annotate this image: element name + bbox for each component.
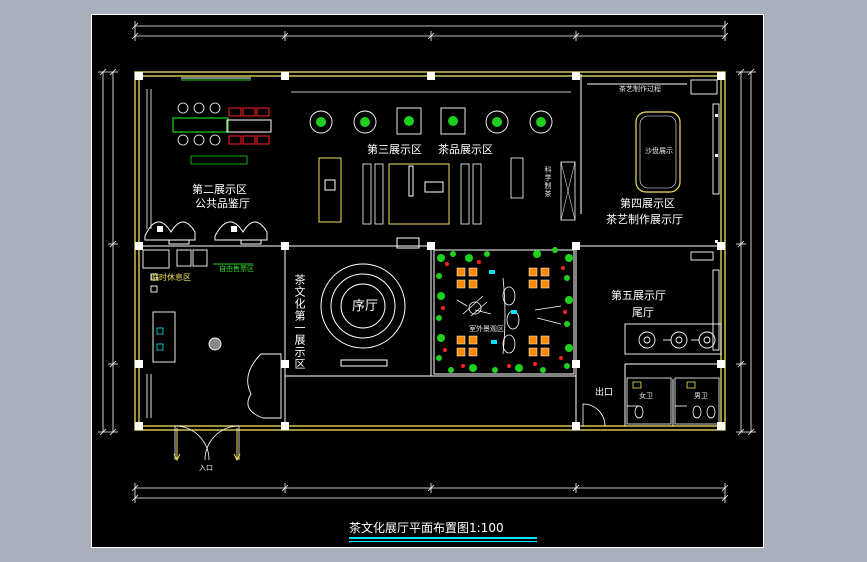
entrance-arrows	[173, 428, 241, 462]
zone2-title: 第二展示区	[192, 183, 247, 196]
foyer-circle	[320, 263, 406, 367]
tea-making-label: 茶艺制作过程	[619, 85, 661, 93]
zone2-furniture	[144, 77, 272, 245]
landscape-label: 室外景观区	[469, 325, 504, 333]
sheet-border	[91, 14, 764, 548]
side-display-label: 科学制茶	[544, 166, 552, 198]
zone5-subtitle: 尾厅	[632, 306, 654, 319]
self-sale-label: 自由售票区	[219, 265, 254, 273]
zone1-vertical-label: 茶文化第一展示区	[293, 274, 306, 370]
zone4-area	[587, 79, 720, 243]
bottom-dimensions	[131, 483, 729, 503]
sand-table-label: 沙盘展示	[645, 147, 673, 155]
zone4-subtitle: 茶艺制作展示厅	[606, 213, 683, 226]
right-dimensions	[736, 68, 756, 436]
zone4-title: 第四展示区	[620, 197, 675, 210]
foyer-label: 序厅	[352, 299, 379, 314]
rest-area-cyan	[156, 327, 164, 351]
temp-rest-label: 临时休息区	[151, 273, 191, 282]
left-dimensions	[98, 68, 118, 436]
zone5-area	[624, 251, 722, 355]
drawing-title: 茶文化展厅平面布置图1:100	[349, 521, 504, 535]
columns	[135, 72, 725, 430]
title-underline	[349, 537, 537, 539]
top-dimensions	[131, 21, 729, 41]
inner-walls	[139, 74, 721, 426]
gents-room-label: 男卫	[694, 392, 708, 400]
zone3-title: 第三展示区	[367, 143, 422, 156]
exit-label: 出口	[595, 388, 614, 398]
zone3-display	[291, 91, 576, 249]
landscape-courtyard	[433, 247, 575, 375]
rest-area	[142, 249, 282, 419]
floor-plan	[91, 14, 764, 548]
zone2-subtitle: 公共品鉴厅	[195, 197, 250, 210]
doors	[174, 403, 687, 461]
tea-display-label: 茶品展示区	[438, 143, 493, 156]
entrance-label: 入口	[199, 464, 213, 472]
title-underline-thin	[349, 541, 537, 542]
ladies-room-label: 女卫	[639, 392, 653, 400]
drawing-sheet: 第二展示区 公共品鉴厅 第三展示区 茶品展示区 第四展示区 茶艺制作展示厅 第五…	[91, 14, 764, 548]
zone5-title: 第五展示厅	[611, 289, 666, 302]
